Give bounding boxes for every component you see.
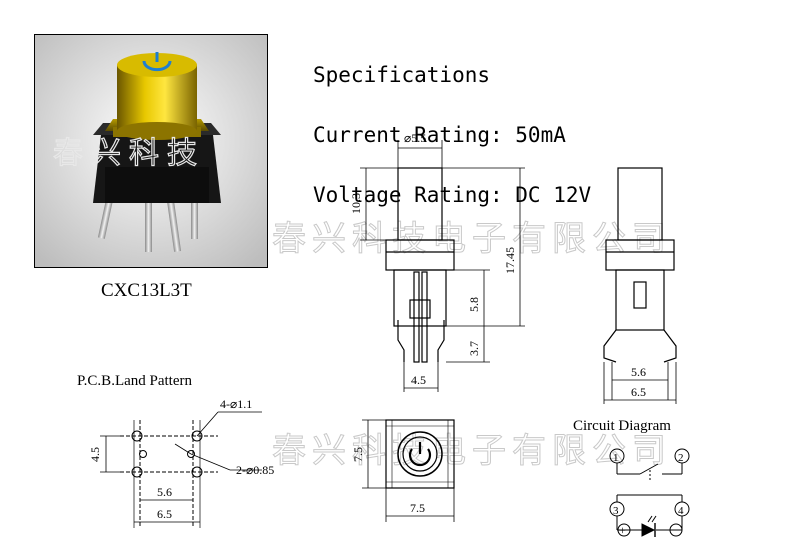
pcb-title: P.C.B.Land Pattern [77, 373, 192, 389]
side-view [360, 140, 525, 392]
pcb-holes-large: 4-⌀1.1 [220, 397, 252, 411]
switch-render: 春兴科技 [35, 35, 267, 267]
circuit-minus: − [671, 523, 678, 537]
dim-total-height: 17.45 [503, 247, 517, 274]
specifications-title: Specifications [313, 63, 491, 87]
voltage-rating: Voltage Rating: DC 12V [313, 183, 592, 207]
dim-cap-diameter: ⌀5.5 [404, 131, 426, 145]
dim-front-inner: 5.6 [631, 365, 646, 379]
specifications-block: Specifications Current Rating: 50mA Volt… [313, 30, 591, 240]
pcb-holes-small: 2-⌀0.85 [236, 463, 274, 477]
dim-pin-lower: 3.7 [467, 341, 481, 356]
pcb-pattern [100, 411, 262, 528]
circuit-pin-2: 2 [678, 452, 684, 464]
circuit-pin-1: 1 [613, 452, 619, 464]
circuit-pin-4: 4 [678, 505, 684, 517]
top-view [362, 419, 455, 522]
top-view-width: 7.5 [410, 501, 425, 515]
dim-base-width: 4.5 [411, 373, 426, 387]
dim-cap-height: 10.3 [349, 193, 363, 214]
front-view [603, 167, 677, 404]
photo-watermark: 春兴科技 [53, 137, 205, 170]
product-photo: 春兴科技 [34, 34, 268, 268]
circuit-pin-3: 3 [613, 505, 619, 517]
pcb-inner-width: 5.6 [157, 485, 172, 499]
watermark-bottom: 春兴科技电子有限公司 [272, 431, 672, 471]
pcb-outer-width: 6.5 [157, 507, 172, 521]
pcb-height: 4.5 [88, 447, 102, 462]
model-number: CXC13L3T [101, 280, 192, 301]
circuit-diagram [609, 448, 690, 537]
current-rating: Current Rating: 50mA [313, 123, 566, 147]
dim-pin-upper: 5.8 [467, 297, 481, 312]
circuit-plus: + [619, 523, 626, 537]
circuit-title: Circuit Diagram [573, 418, 671, 434]
power-icon [142, 52, 172, 72]
top-view-height: 7.5 [351, 447, 365, 462]
dim-front-outer: 6.5 [631, 385, 646, 399]
watermark-top: 春兴科技电子有限公司 [272, 219, 672, 259]
